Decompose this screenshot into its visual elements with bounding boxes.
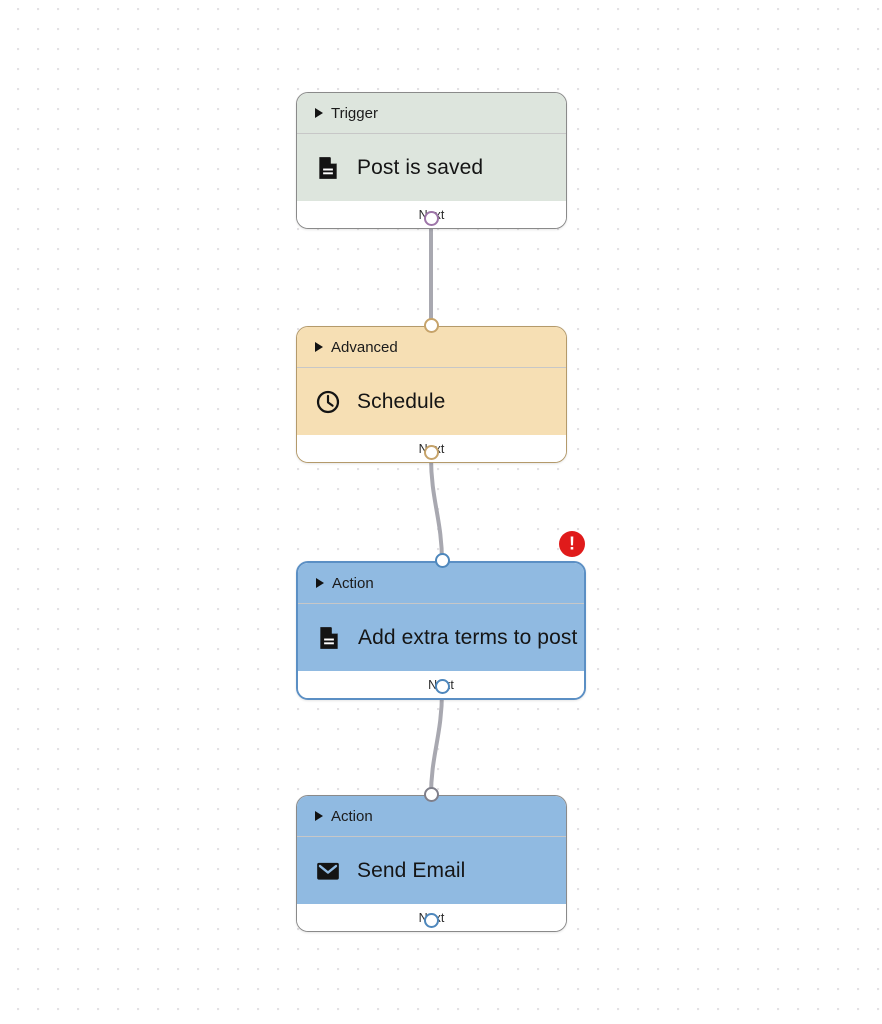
node-body-trigger[interactable]: Post is saved: [297, 134, 566, 201]
node-title: Schedule: [357, 389, 446, 413]
handle-action-email-bottom[interactable]: [424, 913, 439, 928]
error-badge-symbol: !: [569, 533, 575, 554]
node-category-label: Advanced: [331, 338, 398, 356]
handle-advanced-top[interactable]: [424, 318, 439, 333]
edge-action-terms-to-send-email: [429, 689, 444, 798]
node-divider: [297, 367, 566, 368]
node-category-label: Action: [331, 807, 373, 825]
document-icon: [319, 156, 337, 179]
node-trigger-post-is-saved[interactable]: Trigger Post is saved Next: [296, 92, 567, 229]
node-title: Post is saved: [357, 155, 484, 179]
node-body-action-email[interactable]: Send Email: [297, 837, 566, 904]
collapse-triangle-icon[interactable]: [315, 342, 323, 352]
node-title: Add extra terms to post: [358, 625, 578, 649]
collapse-triangle-icon[interactable]: [315, 108, 323, 118]
collapse-triangle-icon[interactable]: [315, 811, 323, 821]
node-divider: [298, 603, 584, 604]
handle-action-terms-top[interactable]: [435, 553, 450, 568]
node-body-advanced[interactable]: Schedule: [297, 368, 566, 435]
collapse-triangle-icon[interactable]: [316, 578, 324, 588]
node-divider: [297, 836, 566, 837]
node-title: Send Email: [357, 858, 466, 882]
node-header-action-terms[interactable]: Action: [298, 563, 584, 603]
node-divider: [297, 133, 566, 134]
node-body-action-terms[interactable]: Add extra terms to post: [298, 604, 584, 671]
node-header-action-email[interactable]: Action: [297, 796, 566, 836]
node-advanced-schedule[interactable]: Advanced Schedule Next: [296, 326, 567, 463]
handle-trigger-bottom[interactable]: [424, 211, 439, 226]
node-category-label: Trigger: [331, 104, 378, 122]
document-icon: [320, 626, 338, 649]
node-header-advanced[interactable]: Advanced: [297, 327, 566, 367]
edge-advanced-to-action-terms: [429, 455, 444, 564]
handle-advanced-bottom[interactable]: [424, 445, 439, 460]
error-badge[interactable]: !: [559, 531, 585, 557]
envelope-icon: [317, 862, 339, 880]
clock-icon: [316, 390, 340, 413]
handle-action-terms-bottom[interactable]: [435, 679, 450, 694]
node-header-trigger[interactable]: Trigger: [297, 93, 566, 133]
handle-action-email-top[interactable]: [424, 787, 439, 802]
node-action-send-email[interactable]: Action Send Email Next: [296, 795, 567, 932]
node-category-label: Action: [332, 574, 374, 592]
